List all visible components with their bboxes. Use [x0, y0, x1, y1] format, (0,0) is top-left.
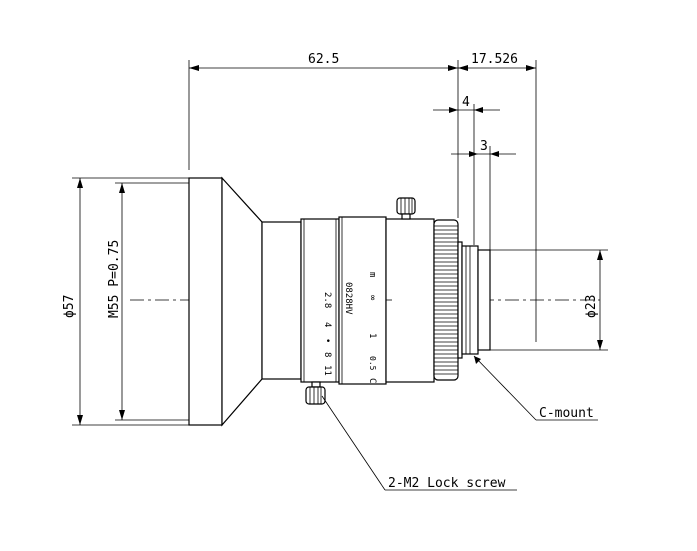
dimension-3-text: 3 — [480, 139, 488, 154]
dimension-phi23-text: ϕ23 — [584, 295, 599, 318]
knurled-grip — [433, 219, 459, 381]
focus-ring — [385, 218, 435, 383]
dimension-17-526-text: 17.526 — [471, 52, 518, 67]
c-mount-thread — [457, 241, 491, 359]
dimension-17-526: 17.526 — [458, 52, 537, 342]
focus-c-marking: C — [367, 378, 377, 383]
aperture-8-marking: 8 — [322, 352, 332, 357]
dimension-phi57-text: ϕ57 — [62, 295, 77, 318]
callout-lock-screw: 2-M2 Lock screw — [321, 395, 517, 491]
front-barrel — [188, 176, 263, 427]
lock-screw-bottom — [305, 381, 326, 405]
middle-barrel — [261, 218, 340, 383]
lock-screw-top — [396, 197, 416, 220]
dimension-62-5-text: 62.5 — [308, 52, 339, 67]
callout-c-mount: C-mount — [473, 355, 598, 421]
aperture-28-marking: 2.8 — [322, 292, 332, 308]
dimension-m55-text: M55 P=0.75 — [107, 240, 122, 318]
model-marking: 0828HV — [343, 282, 353, 315]
focus-infinity-marking: ∞ — [367, 295, 377, 301]
focus-unit-marking: m — [367, 272, 377, 277]
lens-markings: 0828HV m ∞ 1 0.5 C 2.8 4 • 8 11 — [322, 272, 377, 383]
aperture-ring — [338, 216, 387, 385]
focus-1-marking: 1 — [367, 333, 377, 338]
aperture-dot-marking: • — [322, 338, 332, 343]
aperture-11-marking: 11 — [322, 365, 332, 376]
dimension-4-text: 4 — [462, 95, 470, 110]
dimension-m55: M55 P=0.75 — [107, 182, 189, 421]
focus-05-marking: 0.5 — [368, 356, 377, 371]
dimension-phi57: ϕ57 — [62, 177, 189, 426]
dimension-phi23: ϕ23 — [490, 249, 608, 351]
callout-c-mount-text: C-mount — [539, 406, 594, 421]
dimension-4: 4 — [433, 95, 500, 245]
callout-lock-screw-text: 2-M2 Lock screw — [388, 476, 506, 491]
dimension-3: 3 — [451, 139, 516, 250]
dimension-62-5: 62.5 — [188, 52, 459, 218]
aperture-4-marking: 4 — [322, 322, 332, 327]
